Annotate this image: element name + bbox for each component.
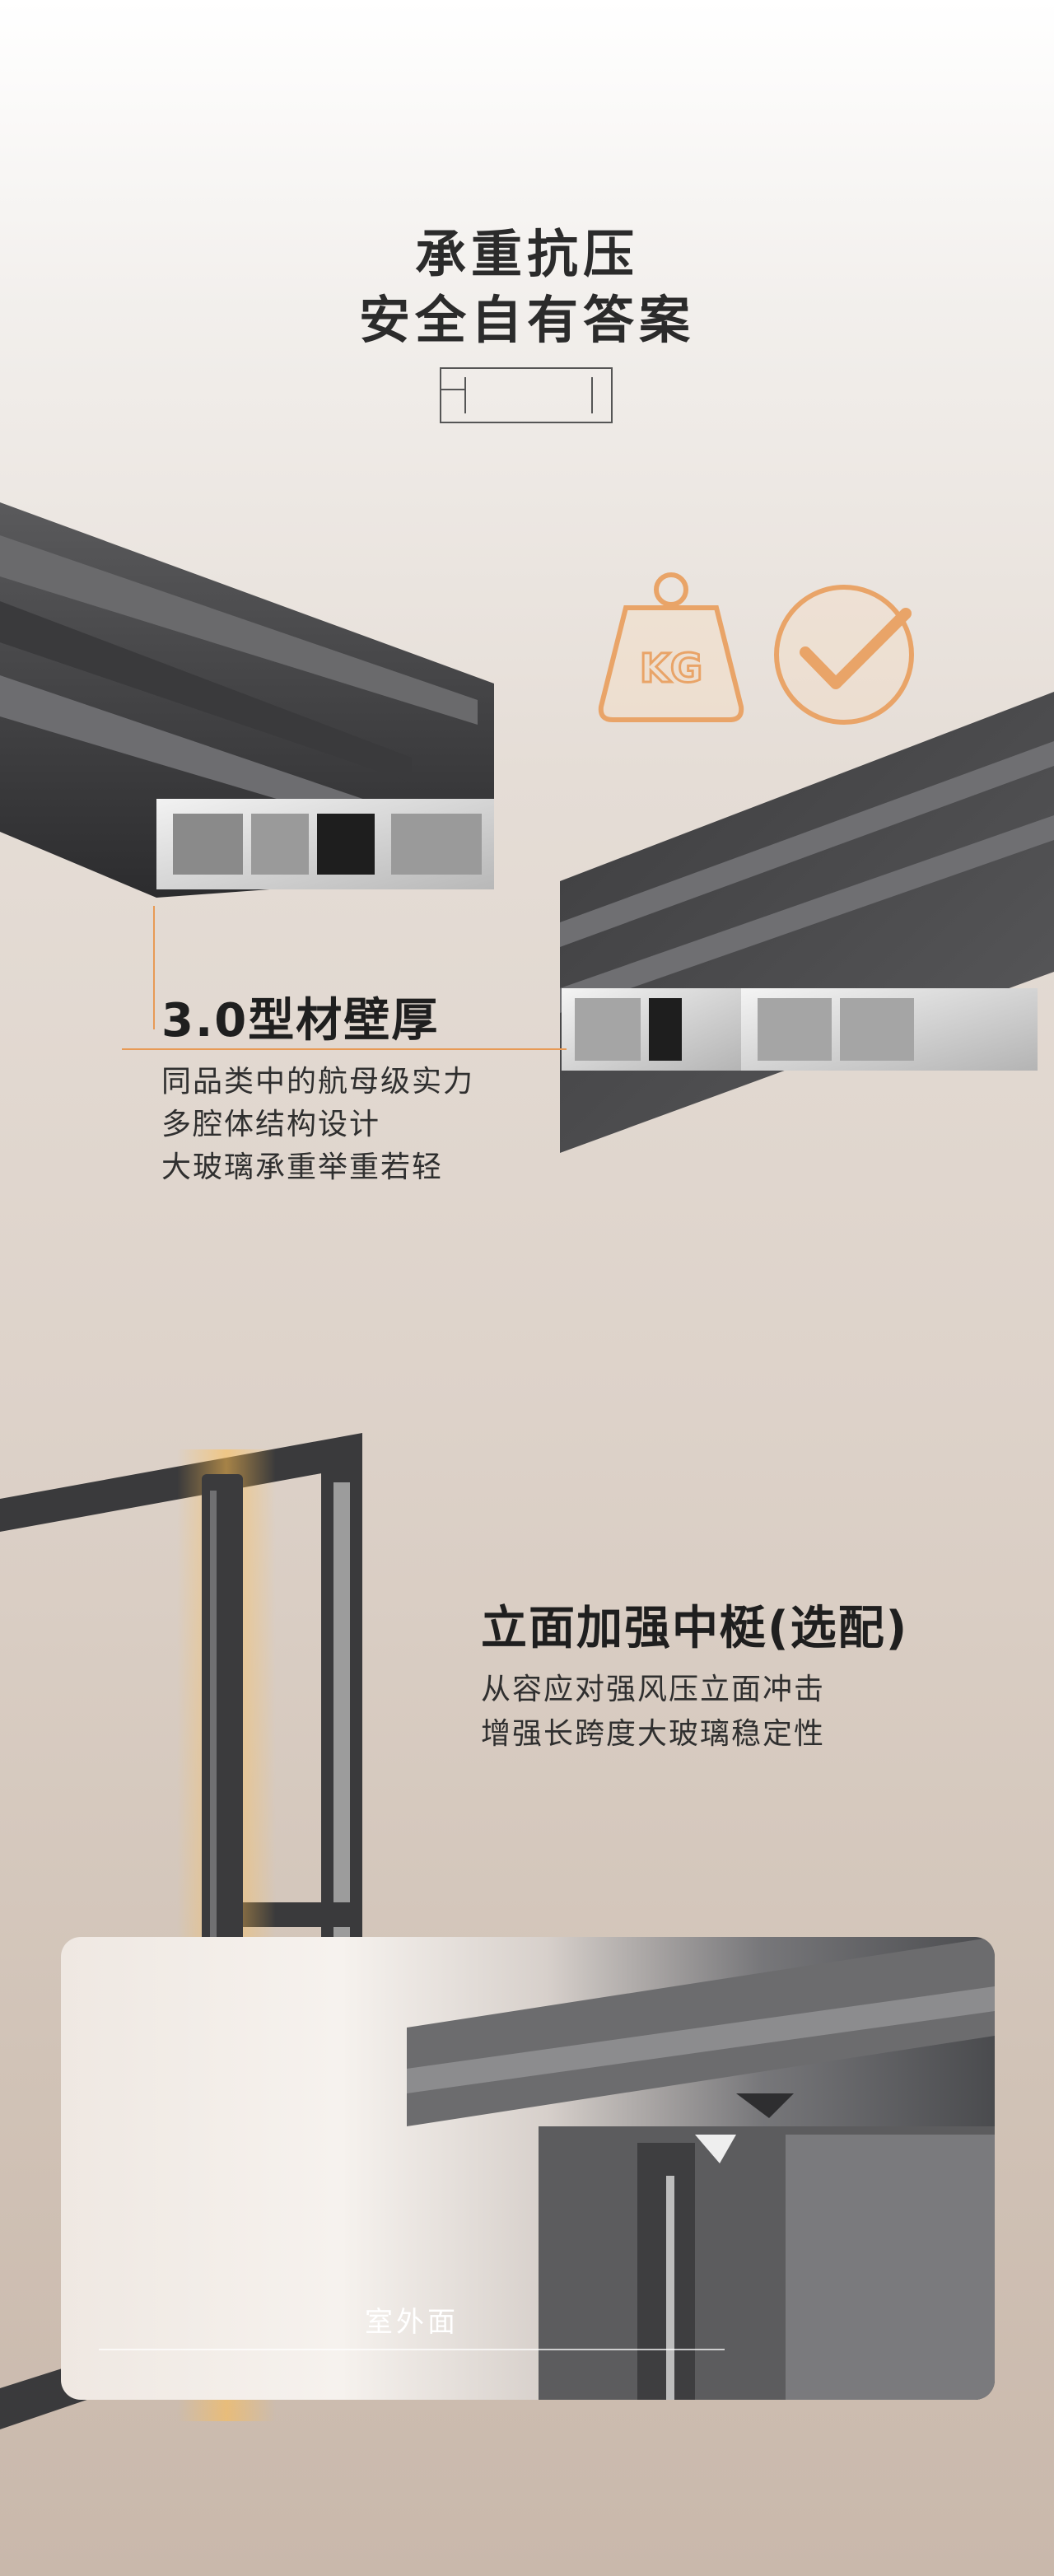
mullion-heading: 立面加强中梃(选配): [481, 1602, 909, 1655]
aluminum-profile-image-right: [560, 692, 1054, 1153]
aluminum-profile-image-left: [0, 502, 494, 898]
title-decoration: [440, 367, 613, 423]
callout-vertical-line: [153, 906, 155, 1029]
kg-weight-icon: KG: [598, 572, 744, 722]
outdoor-side-line: [99, 2349, 725, 2350]
check-circle-icon: [774, 585, 914, 725]
mullion-feature-line: 增强长跨度大玻璃稳定性: [481, 1717, 826, 1751]
profile-feature-line: 大玻璃承重举重若轻: [161, 1150, 444, 1184]
callout-horizontal-line: [122, 1048, 567, 1050]
mullion-detail-card: [61, 1937, 995, 2400]
profile-thickness-heading: 3.0型材壁厚: [161, 994, 440, 1048]
kg-label: KG: [640, 646, 703, 692]
page-title-line2: 安全自有答案: [358, 290, 695, 350]
page-title-line1: 承重抗压: [414, 224, 639, 284]
profile-feature-line: 多腔体结构设计: [161, 1108, 381, 1141]
outdoor-side-label: 室外面: [365, 2306, 459, 2339]
mullion-feature-line: 从容应对强风压立面冲击: [481, 1673, 826, 1706]
mullion-detail-image: [407, 1937, 995, 2400]
profile-feature-line: 同品类中的航母级实力: [161, 1065, 475, 1099]
